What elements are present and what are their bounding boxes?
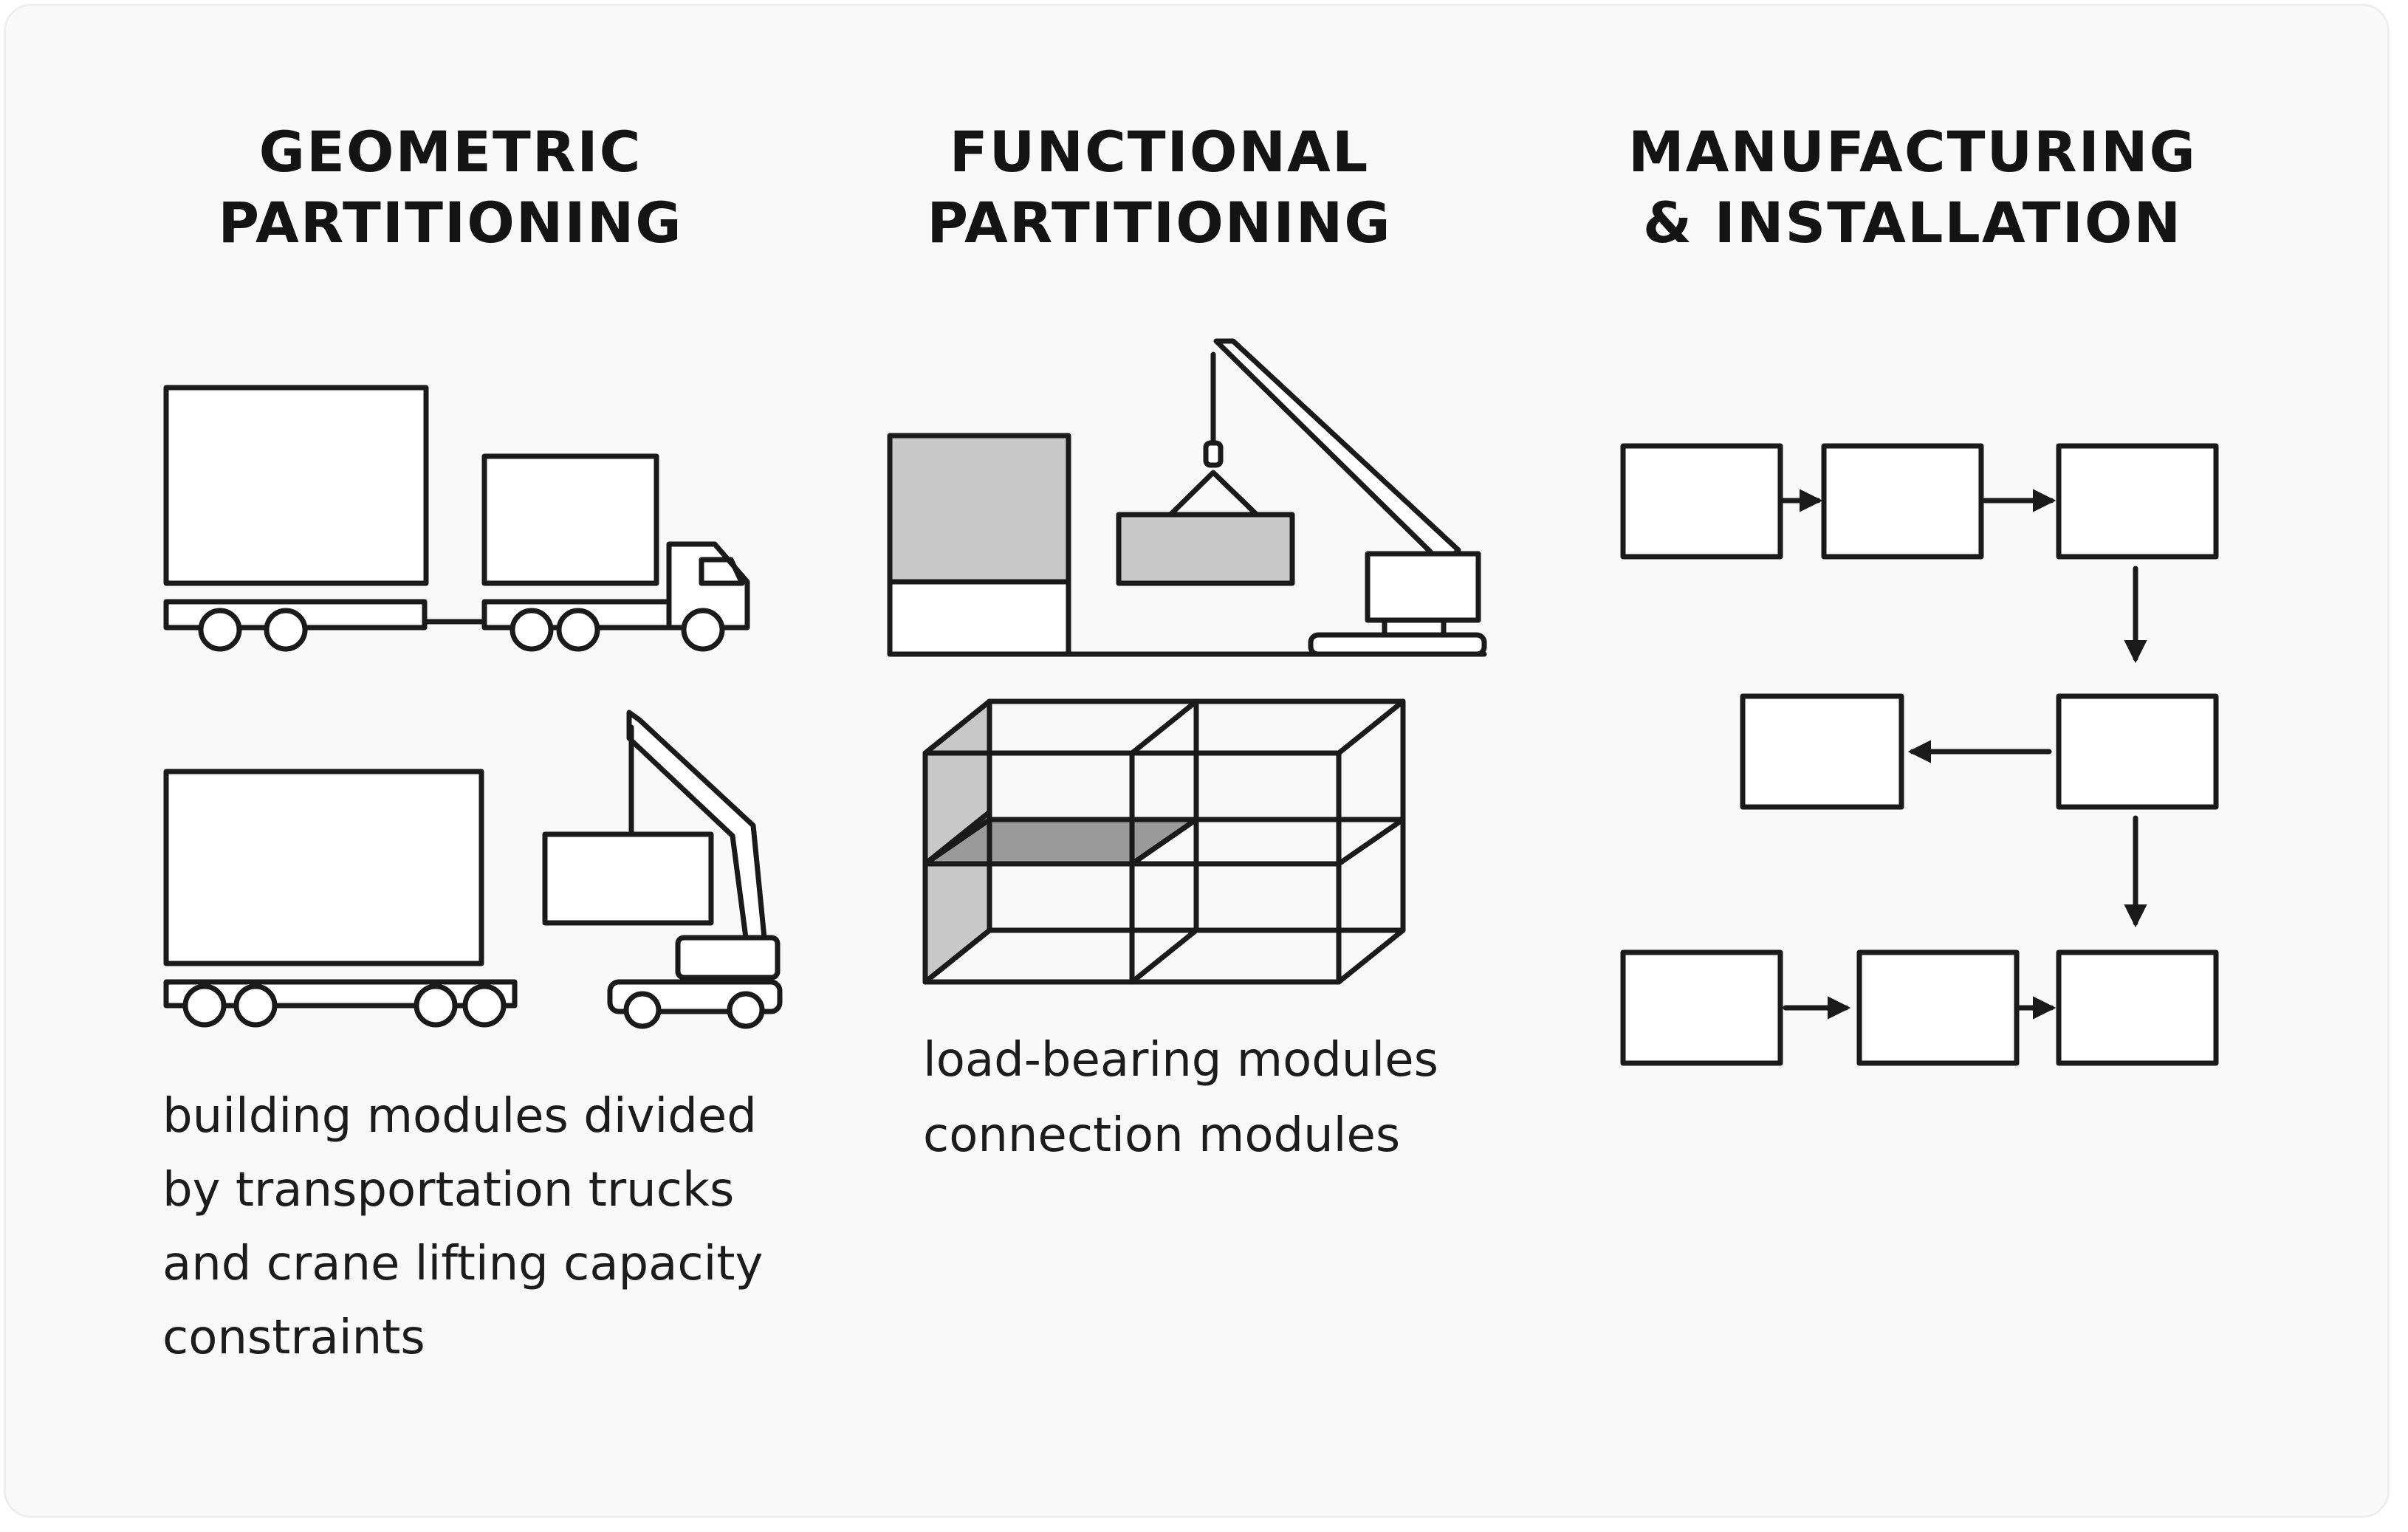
module-bottom xyxy=(887,579,1071,657)
shaded-module-top xyxy=(887,433,1071,585)
title-manufacturing-line2: & INSTALLATION xyxy=(1642,190,2183,255)
crane-hook xyxy=(1203,440,1224,468)
flow-step-box xyxy=(1740,693,1904,810)
process-flow-diagram xyxy=(1620,443,2219,1066)
title-manufacturing-installation: MANUFACTURING & INSTALLATION xyxy=(1580,117,2245,258)
frame-edge xyxy=(1129,698,1199,756)
frame-edge xyxy=(1336,698,1406,756)
flow-step-box xyxy=(1821,443,1984,560)
flow-step-box xyxy=(1620,443,1783,560)
crane-cabin xyxy=(675,935,781,980)
caption-functional-line: load-bearing modules xyxy=(923,1033,1438,1088)
crane-jib xyxy=(1213,338,1461,568)
frame-edge xyxy=(1129,927,1199,985)
caption-functional-line: connection modules xyxy=(923,1108,1401,1163)
large-module-box xyxy=(163,385,429,586)
crane-track xyxy=(1308,632,1487,657)
crane-body xyxy=(1365,551,1481,623)
title-geometric-line2: PARTITIONING xyxy=(218,190,683,255)
frame-edge xyxy=(1129,817,1199,867)
truck-trailer-icon xyxy=(163,385,750,652)
wheel xyxy=(462,983,507,1028)
sling xyxy=(1167,470,1260,518)
wheel xyxy=(623,991,662,1029)
caption-geometric: building modules divided by transportati… xyxy=(162,1079,763,1375)
tower-crane-icon xyxy=(887,338,1487,657)
title-functional-partitioning: FUNCTIONAL PARTITIONING xyxy=(857,117,1462,258)
flatbed-trailer-icon xyxy=(163,769,518,1028)
module-box xyxy=(163,769,484,966)
caption-geometric-line: and crane lifting capacity xyxy=(162,1237,764,1291)
wheel xyxy=(182,983,227,1028)
wheel xyxy=(727,991,765,1029)
flatbed-deck xyxy=(163,979,518,1009)
wheel xyxy=(198,608,242,652)
frame-edge xyxy=(922,927,992,985)
lifted-module xyxy=(542,831,714,926)
wheel xyxy=(510,608,554,652)
caption-geometric-line: by transportation trucks xyxy=(162,1163,735,1217)
frame-edge xyxy=(1336,927,1406,985)
title-manufacturing-line1: MANUFACTURING xyxy=(1628,119,2197,185)
module-frame-icon xyxy=(922,698,1406,985)
title-functional-line1: FUNCTIONAL xyxy=(949,119,1370,185)
frame-edge xyxy=(922,698,992,756)
hanging-module xyxy=(1116,512,1295,586)
small-module-box xyxy=(481,453,659,586)
mobile-crane-icon xyxy=(542,710,783,1029)
flow-step-box xyxy=(2056,949,2219,1066)
wheel xyxy=(264,608,308,652)
frame-edge xyxy=(1336,817,1406,867)
frame-edge xyxy=(922,817,992,867)
title-geometric-line1: GEOMETRIC xyxy=(258,119,642,185)
wheel xyxy=(681,608,725,652)
caption-geometric-line: building modules divided xyxy=(162,1089,757,1144)
wheel xyxy=(556,608,600,652)
flow-step-box xyxy=(2056,693,2219,810)
flow-step-box xyxy=(1620,949,1783,1066)
wheel xyxy=(233,983,278,1028)
truck-window xyxy=(699,557,745,586)
flow-step-box xyxy=(1856,949,2020,1066)
title-functional-line2: PARTITIONING xyxy=(927,190,1392,255)
caption-geometric-line: constraints xyxy=(162,1311,425,1365)
flow-step-box xyxy=(2056,443,2219,560)
wheel xyxy=(414,983,458,1028)
title-geometric-partitioning: GEOMETRIC PARTITIONING xyxy=(148,117,753,258)
caption-functional: load-bearing modules connection modules xyxy=(923,1023,1438,1173)
